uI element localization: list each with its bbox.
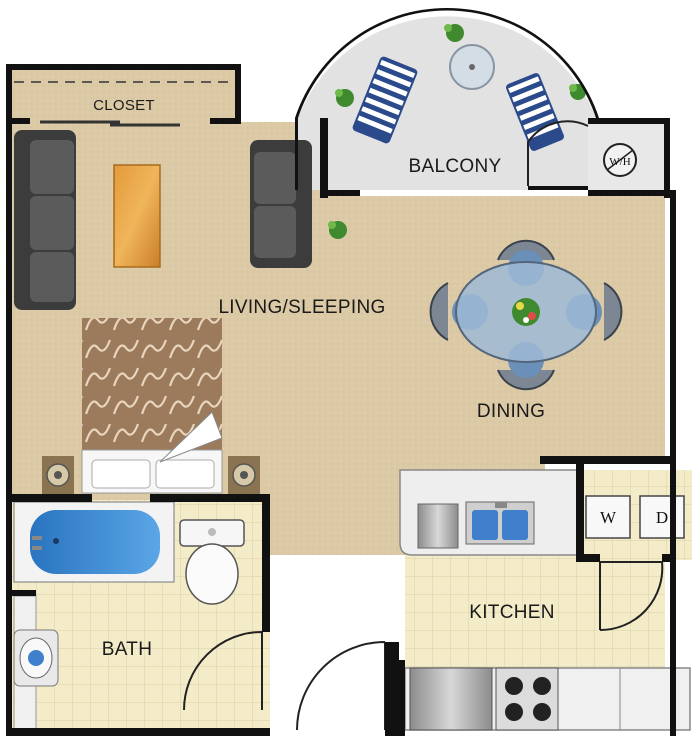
sofa-left bbox=[14, 130, 76, 310]
plant-icon bbox=[328, 24, 586, 239]
bathtub bbox=[13, 501, 175, 583]
room-labels: CLOSET BALCONY LIVING/SLEEPING DINING KI… bbox=[93, 97, 668, 660]
bath-vanity bbox=[13, 595, 59, 731]
living-label: LIVING/SLEEPING bbox=[218, 297, 385, 318]
toilet bbox=[179, 519, 245, 605]
lounge-chair-left bbox=[352, 56, 418, 144]
nightstand-right bbox=[228, 456, 260, 494]
washer-label: W bbox=[600, 508, 617, 527]
laundry bbox=[585, 495, 685, 539]
closet bbox=[14, 81, 232, 127]
water-heater-label: W/H bbox=[609, 156, 630, 168]
dining-label: DINING bbox=[477, 401, 545, 422]
closet-label: CLOSET bbox=[93, 97, 155, 114]
dryer-label: D bbox=[656, 508, 668, 527]
dishwasher bbox=[417, 503, 459, 549]
centerpiece-icon bbox=[512, 298, 540, 326]
coffee-table bbox=[113, 164, 161, 268]
balcony-label: BALCONY bbox=[409, 156, 502, 177]
balcony-furniture bbox=[328, 24, 586, 239]
balcony-floor bbox=[298, 16, 596, 190]
nightstand-left bbox=[42, 456, 74, 494]
bath-label: BATH bbox=[102, 639, 152, 660]
kitchen-sink bbox=[465, 501, 535, 545]
stove bbox=[495, 667, 559, 731]
walls bbox=[6, 7, 676, 736]
living-furniture bbox=[14, 130, 312, 494]
armchair bbox=[250, 140, 312, 268]
bath-fixtures bbox=[13, 501, 386, 731]
refrigerator bbox=[409, 667, 493, 731]
wh-door-swing bbox=[527, 120, 589, 186]
kitchen-label: KITCHEN bbox=[469, 602, 555, 623]
dining-set bbox=[429, 239, 623, 391]
laundry-door-swing bbox=[599, 561, 664, 632]
bed bbox=[81, 318, 223, 494]
kitchen-fixtures bbox=[399, 469, 691, 731]
